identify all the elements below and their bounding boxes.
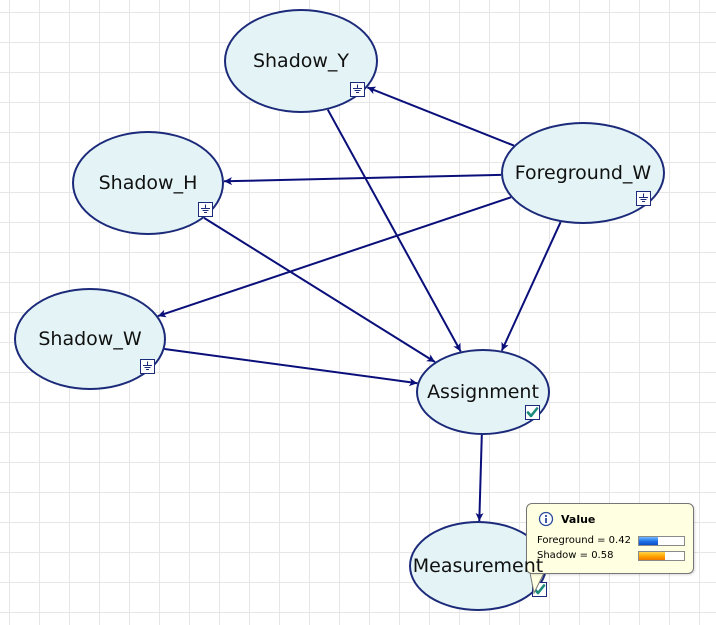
node-label: Shadow_H — [98, 172, 198, 194]
ground-icon — [140, 359, 155, 374]
node-foreground-w[interactable]: Foreground_W — [501, 122, 665, 224]
edge-foreground-w-to-shadow-h — [223, 173, 502, 186]
check-icon — [525, 405, 540, 420]
tooltip-tail — [530, 573, 545, 595]
node-label: Shadow_W — [38, 328, 142, 350]
info-icon — [538, 511, 554, 527]
edge-shadow-y-to-assignment — [326, 109, 462, 352]
ground-icon — [198, 202, 213, 217]
ground-icon — [350, 82, 365, 97]
node-label: Assignment — [427, 381, 539, 403]
probability-bar-foreground — [638, 536, 685, 546]
ground-icon — [636, 191, 651, 206]
node-assignment[interactable]: Assignment — [416, 349, 550, 435]
value-tooltip: Value Foreground = 0.42 Shadow = 0.58 — [526, 503, 694, 574]
tooltip-row-label: Shadow = 0.58 — [537, 550, 614, 561]
probability-bar-fill — [639, 537, 658, 545]
node-shadow-h[interactable]: Shadow_H — [72, 131, 224, 235]
edge-foreground-w-to-shadow-w — [157, 196, 512, 318]
edge-foreground-w-to-shadow-y — [367, 86, 515, 147]
tooltip-row-label: Foreground = 0.42 — [537, 535, 631, 546]
probability-bar-shadow — [638, 551, 685, 561]
probability-bar-fill — [639, 552, 666, 560]
edge-shadow-w-to-assignment — [164, 348, 418, 387]
edge-foreground-w-to-assignment — [500, 221, 562, 352]
node-label: Shadow_Y — [252, 50, 350, 72]
node-label: Foreground_W — [514, 162, 652, 184]
node-shadow-y[interactable]: Shadow_Y — [224, 9, 378, 113]
edge-assignment-to-measurement — [475, 434, 484, 522]
node-shadow-w[interactable]: Shadow_W — [14, 288, 166, 390]
node-measurement[interactable]: Measurement — [409, 521, 547, 611]
edge-shadow-h-to-assignment — [203, 217, 436, 363]
node-label: Measurement — [412, 555, 544, 577]
tooltip-title: Value — [561, 513, 596, 526]
